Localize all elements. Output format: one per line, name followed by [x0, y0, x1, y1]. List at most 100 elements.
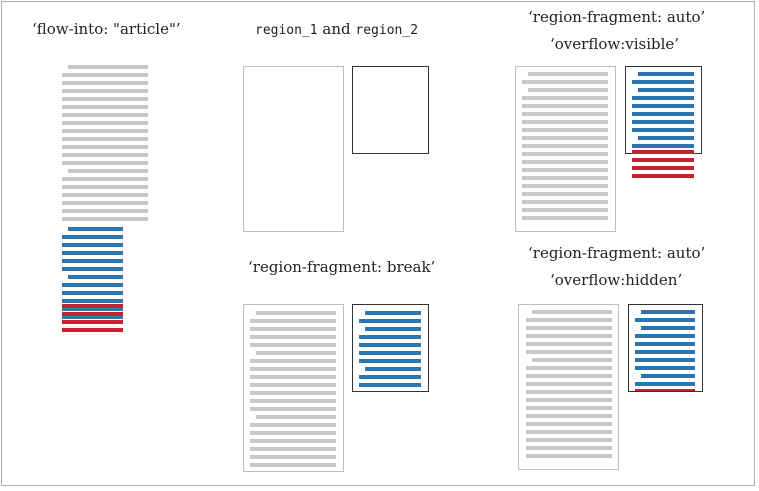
- article-grey-line: [62, 97, 148, 101]
- hidden-grey-line: [526, 382, 612, 386]
- hidden-grey-line: [526, 334, 612, 338]
- visible-grey-line: [522, 80, 608, 84]
- fragment-auto-visible-label-2: ‘overflow:visible’: [550, 35, 680, 53]
- visible-blue-line: [632, 80, 694, 84]
- hidden-grey-line: [526, 390, 612, 394]
- hidden-grey-line: [532, 310, 612, 314]
- break-blue-line: [359, 343, 421, 347]
- article-blue-line: [62, 315, 123, 319]
- hidden-blue-line: [635, 334, 695, 338]
- visible-grey-line: [522, 144, 608, 148]
- break-blue-line: [359, 375, 421, 379]
- article-grey-line: [62, 81, 148, 85]
- visible-grey-line: [528, 72, 608, 76]
- visible-grey-line: [522, 136, 608, 140]
- visible-grey-line: [522, 200, 608, 204]
- break-grey-line: [256, 311, 336, 315]
- article-red-line: [62, 328, 123, 332]
- hidden-red-line: [635, 389, 695, 391]
- break-blue-line: [359, 359, 421, 363]
- visible-region-1: [515, 66, 616, 232]
- hidden-grey-line: [526, 446, 612, 450]
- article-blue-line: [62, 259, 123, 263]
- article-grey-line: [62, 121, 148, 125]
- break-grey-line: [250, 455, 336, 459]
- hidden-grey-line: [526, 350, 612, 354]
- visible-grey-line: [528, 88, 608, 92]
- article-grey-line: [62, 113, 148, 117]
- article-grey-line: [62, 137, 148, 141]
- break-blue-line: [359, 319, 421, 323]
- break-grey-line: [256, 415, 336, 419]
- hidden-region-2: [628, 304, 703, 392]
- break-grey-line: [250, 343, 336, 347]
- hidden-grey-line: [526, 430, 612, 434]
- article-red-line: [62, 320, 123, 324]
- article-grey-line: [68, 169, 148, 173]
- break-blue-line: [359, 351, 421, 355]
- break-blue-line: [359, 383, 421, 387]
- visible-grey-line: [522, 96, 608, 100]
- break-grey-line: [250, 319, 336, 323]
- regions-label: region_1 and region_2: [255, 20, 418, 38]
- visible-red-line: [632, 166, 694, 170]
- hidden-blue-line: [635, 358, 695, 362]
- visible-red-line: [632, 158, 694, 162]
- flow-into-label: ‘flow-into: "article"’: [32, 20, 181, 38]
- article-blue-line: [62, 291, 123, 295]
- break-grey-line: [250, 399, 336, 403]
- break-blue-line: [359, 335, 421, 339]
- visible-blue-line: [638, 88, 694, 92]
- visible-blue-line: [632, 96, 694, 100]
- article-grey-line: [62, 105, 148, 109]
- article-blue-line: [68, 275, 123, 279]
- article-grey-line: [62, 185, 148, 189]
- hidden-grey-line: [526, 438, 612, 442]
- break-blue-line: [365, 367, 421, 371]
- visible-blue-line: [638, 72, 694, 76]
- hidden-blue-line: [635, 318, 695, 322]
- break-grey-line: [250, 367, 336, 371]
- hidden-blue-line: [641, 326, 695, 330]
- visible-grey-line: [522, 112, 608, 116]
- visible-grey-line: [522, 128, 608, 132]
- hidden-blue-line: [635, 342, 695, 346]
- hidden-blue-line: [641, 374, 695, 378]
- visible-blue-line: [632, 144, 694, 148]
- hidden-region-1: [518, 304, 619, 470]
- article-grey-line: [62, 177, 148, 181]
- hidden-grey-line: [526, 422, 612, 426]
- visible-blue-line: [638, 136, 694, 140]
- break-grey-line: [250, 407, 336, 411]
- visible-grey-line: [522, 192, 608, 196]
- article-grey-line: [62, 209, 148, 213]
- article-blue-line: [62, 307, 123, 311]
- article-grey-line: [62, 201, 148, 205]
- fragment-auto-hidden-label-1: ‘region-fragment: auto’: [528, 244, 706, 262]
- fragment-auto-hidden-label-2: ‘overflow:hidden’: [550, 271, 683, 289]
- hidden-grey-line: [526, 366, 612, 370]
- visible-grey-line: [522, 168, 608, 172]
- hidden-grey-line: [526, 326, 612, 330]
- break-grey-line: [250, 383, 336, 387]
- hidden-blue-line: [635, 350, 695, 354]
- break-grey-line: [250, 423, 336, 427]
- article-red-line: [62, 312, 123, 316]
- article-grey-line: [62, 161, 148, 165]
- hidden-grey-line: [526, 454, 612, 458]
- visible-red-line: [632, 150, 694, 154]
- article-blue-line: [62, 283, 123, 287]
- hidden-blue-line: [635, 382, 695, 386]
- break-blue-line: [365, 327, 421, 331]
- article-blue-line: [68, 227, 123, 231]
- region-1-empty: [243, 66, 344, 232]
- break-grey-line: [250, 359, 336, 363]
- break-grey-line: [250, 335, 336, 339]
- hidden-grey-line: [526, 398, 612, 402]
- fragment-auto-visible-label-1: ‘region-fragment: auto’: [528, 8, 706, 26]
- article-grey-line: [62, 217, 148, 221]
- break-grey-line: [250, 327, 336, 331]
- visible-blue-line: [632, 104, 694, 108]
- region-2-name: region_2: [355, 23, 419, 38]
